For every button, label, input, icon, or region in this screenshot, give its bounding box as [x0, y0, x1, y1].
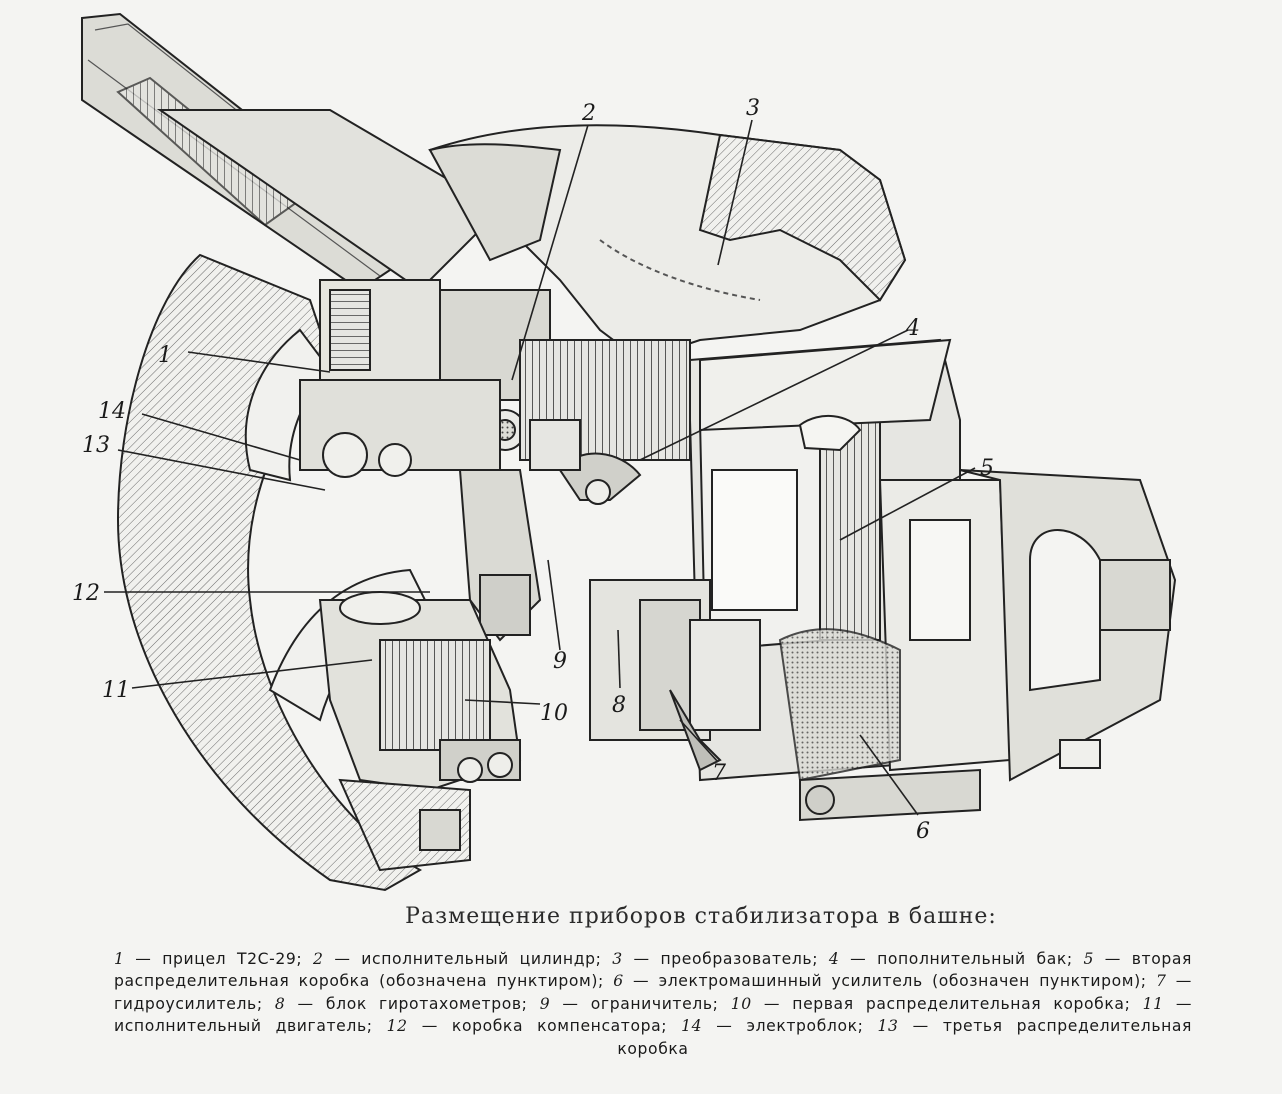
stabilizer-cutaway-drawing: 1 2 3 4 5 6 7 8 9 10 11 12 13 14	[72, 12, 1177, 892]
legend-entry-text: блок гиротахометров;	[325, 994, 528, 1013]
legend-entry-number: 8	[274, 994, 286, 1013]
figure-legend: 1 — прицел Т2С-29; 2 — исполнительный ци…	[114, 948, 1192, 1060]
legend-entry-number: 6	[613, 972, 624, 991]
right-units	[589, 338, 1177, 822]
legend-entry-number: 5	[1083, 950, 1095, 968]
callout-8: 8	[612, 693, 626, 718]
callout-4: 4	[905, 316, 920, 341]
legend-entry: 12 — коробка компенсатора;	[386, 1017, 668, 1036]
legend-entry: 7 — гидроусилитель;	[114, 972, 1192, 1013]
legend-entry: 9 — ограничитель;	[539, 994, 719, 1013]
callout-11: 11	[102, 678, 130, 703]
legend-entry: 2 — исполнительный цилиндр;	[313, 950, 602, 968]
legend-entry: 11 — исполнительный двигатель;	[114, 994, 1193, 1036]
legend-entry-text: третья распределительная коробка	[617, 1017, 1193, 1058]
legend-entry-number: 14	[681, 1017, 703, 1036]
callout-2: 2	[581, 101, 596, 126]
legend-entry-text: коробка компенсатора;	[451, 1017, 668, 1036]
legend-entry: 14 — электроблок;	[681, 1017, 864, 1036]
callout-12: 12	[72, 581, 100, 606]
legend-entry-text: преобразователь;	[660, 950, 819, 968]
legend-entry-number: 11	[1142, 994, 1164, 1013]
callout-5: 5	[980, 456, 994, 481]
legend-entry: 1 — прицел Т2С-29;	[114, 950, 303, 968]
callout-9: 9	[553, 649, 567, 674]
legend-entry: 4 — пополнительный бак;	[828, 950, 1073, 968]
central-mechanism	[299, 279, 691, 642]
legend-entry: 3 — преобразователь;	[612, 950, 819, 968]
callout-10: 10	[540, 701, 568, 726]
legend-entry: 5 — вторая распределительная коробка (об…	[114, 950, 1192, 991]
legend-entry-number: 13	[877, 1017, 899, 1036]
legend-entry: 8 — блок гиротахометров;	[274, 994, 528, 1013]
turret-roof	[428, 124, 907, 362]
legend-entry-text: прицел Т2С-29;	[162, 950, 303, 968]
legend-entry: 13 — третья распределительная коробка	[617, 1017, 1193, 1058]
callout-13: 13	[82, 433, 110, 458]
callout-14: 14	[98, 399, 126, 424]
legend-entry-number: 4	[828, 950, 840, 968]
legend-entry-text: вторая распределительная коробка (обозна…	[114, 950, 1192, 991]
lower-left-motor	[318, 591, 522, 872]
legend-entry-text: пополнительный бак;	[877, 950, 1073, 968]
legend-entry-text: исполнительный цилиндр;	[361, 950, 602, 968]
legend-entry-text: гидроусилитель;	[114, 994, 263, 1013]
legend-entry-number: 2	[313, 950, 324, 968]
figure-caption-title: Размещение приборов стабилизатора в башн…	[405, 904, 997, 929]
legend-entry-number: 1	[114, 950, 125, 968]
legend-entry: 10 — первая распределительная коробка;	[730, 994, 1131, 1013]
callout-6: 6	[916, 819, 930, 844]
leader-lines	[104, 119, 976, 816]
legend-entry-text: электромашинный усилитель (обозначен пун…	[658, 972, 1147, 991]
callout-1: 1	[158, 343, 172, 368]
legend-entry-number: 7	[1155, 972, 1167, 991]
callout-3: 3	[746, 96, 760, 121]
legend-entry-number: 12	[386, 1017, 408, 1036]
legend-entry: 6 — электромашинный усилитель (обозначен…	[613, 972, 1147, 991]
gun-barrel	[81, 12, 502, 292]
callout-7: 7	[712, 761, 726, 786]
legend-entry-number: 10	[730, 994, 752, 1013]
legend-entry-text: первая распределительная коробка;	[792, 994, 1131, 1013]
legend-entry-number: 3	[612, 950, 623, 968]
legend-entry-number: 9	[539, 994, 551, 1013]
legend-entry-text: ограничитель;	[590, 994, 719, 1013]
legend-entry-text: электроблок;	[746, 1017, 864, 1036]
legend-entry-text: исполнительный двигатель;	[114, 1017, 373, 1036]
